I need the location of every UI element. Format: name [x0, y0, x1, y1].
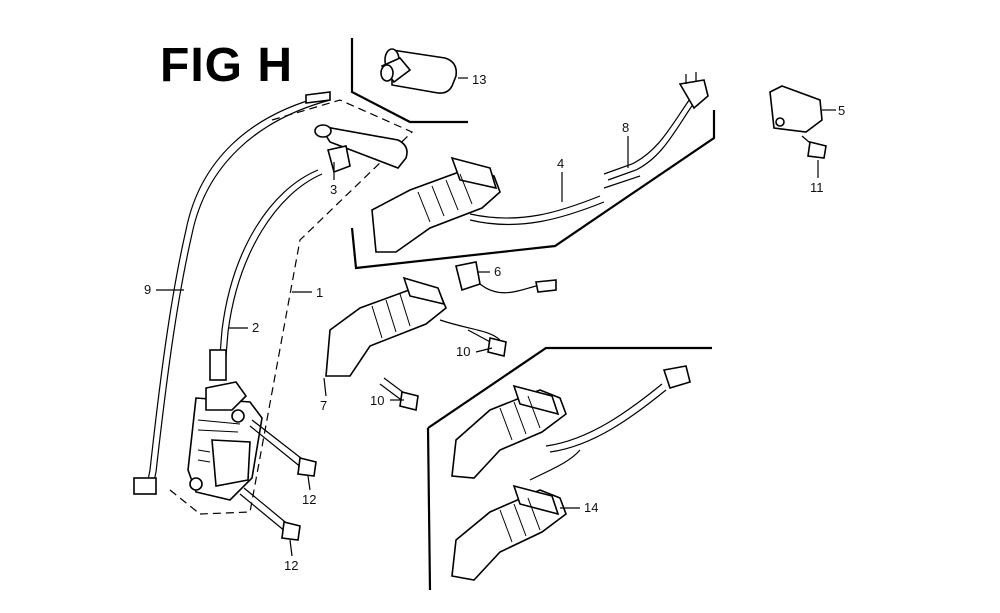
- part-10-bolt-upper: [467, 329, 507, 357]
- part-10-bolt-lower: [379, 377, 419, 411]
- callout-6: 6: [494, 264, 501, 279]
- leader-lines: [156, 77, 836, 557]
- callout-12-lower: 12: [284, 558, 298, 573]
- part-14-charge-coil-lower: [451, 449, 581, 581]
- part-11-bolt: [801, 135, 827, 159]
- callout-7: 7: [320, 398, 327, 413]
- part-14-charge-coil-upper: [451, 365, 691, 479]
- part-4-coil: [371, 156, 605, 253]
- callout-5: 5: [838, 103, 845, 118]
- callout-12-upper: 12: [302, 492, 316, 507]
- callout-labels: 13 8 5 4 11 3 6 9 1 2 10 7 10 14 12 12: [144, 72, 845, 573]
- callout-10-lower: 10: [370, 393, 384, 408]
- callout-1: 1: [316, 285, 323, 300]
- part-3-plug-cap: [314, 124, 408, 174]
- part-9-wire: [133, 91, 331, 495]
- callout-11: 11: [810, 180, 824, 195]
- part-13-spark-plug-cap: [380, 48, 458, 94]
- part-2-high-tension-cord: [209, 169, 323, 381]
- callout-2: 2: [252, 320, 259, 335]
- figure-title: FIG H: [160, 39, 293, 92]
- callout-4: 4: [557, 156, 564, 171]
- group-boundaries: [169, 38, 716, 591]
- callout-10-upper: 10: [456, 344, 470, 359]
- part-1-ignition-coil: [187, 381, 263, 501]
- part-12-bolt-lower: [239, 487, 301, 541]
- callout-14: 14: [584, 500, 598, 515]
- part-5-bracket: [769, 85, 823, 133]
- part-12-bolt-upper: [249, 419, 317, 477]
- callout-9: 9: [144, 282, 151, 297]
- part-7-exciter-coil: [325, 276, 501, 377]
- part-8-wire-harness: [603, 72, 709, 189]
- callout-3: 3: [330, 182, 337, 197]
- callout-13: 13: [472, 72, 486, 87]
- part-6-grommet: [455, 261, 557, 294]
- callout-8: 8: [622, 120, 629, 135]
